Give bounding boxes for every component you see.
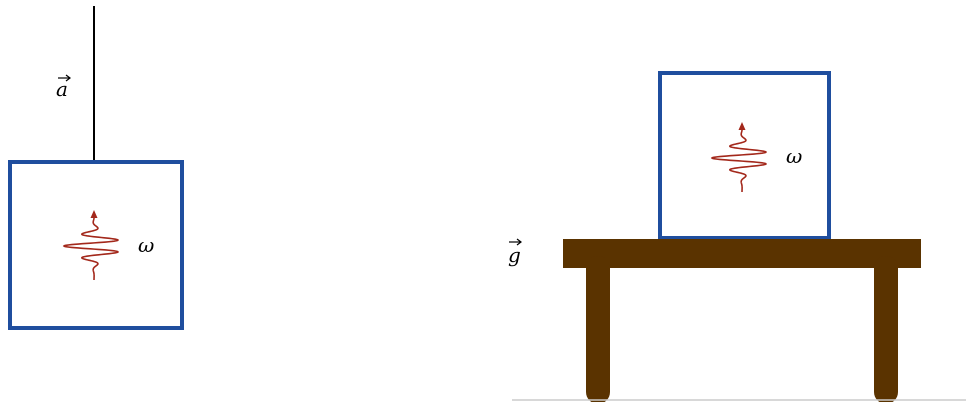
table-top: [563, 239, 921, 268]
acceleration-symbol: a: [56, 77, 68, 101]
photon-wave-packet-icon: [710, 122, 767, 192]
photon-arrowhead: [90, 210, 98, 218]
left-panel: a ω: [8, 6, 184, 330]
frequency-label: ω: [138, 233, 154, 257]
photon-arrowhead: [738, 122, 746, 130]
gravity-symbol: g: [508, 243, 521, 267]
frequency-label: ω: [786, 144, 802, 168]
accelerating-box: [8, 160, 184, 330]
photon-wave: [710, 124, 767, 192]
table: [563, 239, 921, 402]
photon-wave-packet-icon: [62, 210, 119, 280]
acceleration-vector-label: a: [56, 74, 71, 101]
right-panel: g ω: [508, 71, 966, 402]
photon-wave: [62, 212, 119, 280]
gravity-vector-label: g: [508, 238, 522, 267]
